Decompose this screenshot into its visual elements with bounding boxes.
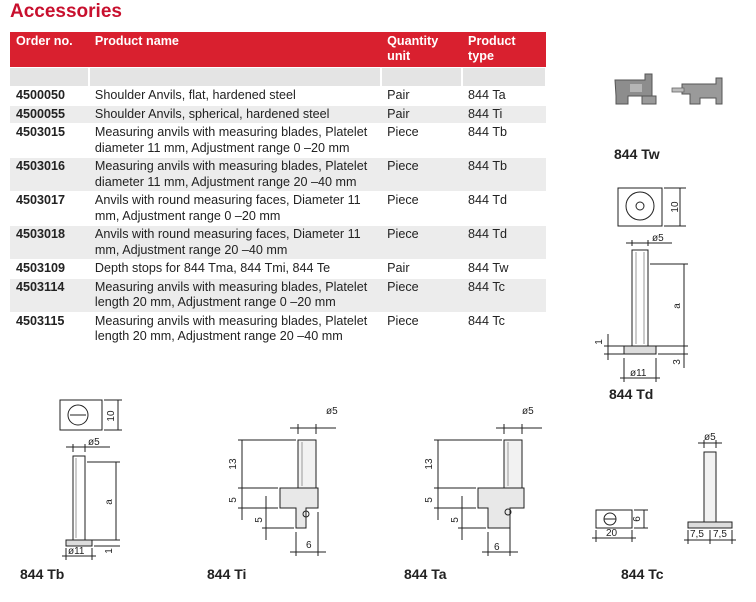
depth-stop-tw-image bbox=[614, 73, 723, 105]
tb-dim-1: 1 bbox=[104, 548, 115, 554]
ta-dim-5-lower: 5 bbox=[450, 517, 461, 523]
tc-dim-d5: ø5 bbox=[704, 432, 716, 443]
product-type: 844 Tb bbox=[462, 123, 546, 158]
tb-side-view bbox=[62, 444, 120, 560]
ta-dim-13: 13 bbox=[424, 458, 435, 470]
table-row: 4503017 Anvils with round measuring face… bbox=[10, 191, 546, 226]
order-number: 4500050 bbox=[10, 86, 89, 105]
td-dim-d11: ø11 bbox=[630, 368, 647, 379]
order-number: 4503015 bbox=[10, 123, 89, 158]
figure-label-844-tb: 844 Tb bbox=[20, 566, 65, 582]
order-number: 4503109 bbox=[10, 259, 89, 278]
accessories-table: Order no. Product name Quantity unit Pro… bbox=[10, 32, 547, 346]
table-row: 4503115 Measuring anvils with measuring … bbox=[10, 311, 546, 346]
ti-drawing bbox=[238, 424, 336, 556]
figure-label-844-ti: 844 Ti bbox=[207, 566, 247, 582]
product-type: 844 Tc bbox=[462, 311, 546, 346]
tc-side-view bbox=[684, 440, 736, 544]
tc-dim-7-5-right: 7,5 bbox=[713, 529, 727, 540]
ti-dim-5-upper: 5 bbox=[228, 497, 239, 503]
td-dim-10: 10 bbox=[670, 201, 681, 213]
table-spacer-row bbox=[10, 67, 547, 87]
td-side-view bbox=[604, 240, 688, 382]
product-name: Measuring anvils with measuring blades, … bbox=[88, 123, 382, 158]
product-type: 844 Tb bbox=[462, 157, 546, 192]
table-row: 4500055 Shoulder Anvils, spherical, hard… bbox=[10, 104, 546, 124]
quantity-unit: Pair bbox=[381, 86, 463, 105]
product-name: Shoulder Anvils, spherical, hardened ste… bbox=[88, 104, 382, 124]
product-name: Measuring anvils with measuring blades, … bbox=[88, 277, 382, 312]
product-type: 844 Td bbox=[462, 225, 546, 260]
td-dim-a: a bbox=[672, 303, 683, 309]
order-number: 4503018 bbox=[10, 225, 89, 260]
ti-dim-13: 13 bbox=[228, 458, 239, 470]
figure-label-844-ta: 844 Ta bbox=[404, 566, 447, 582]
table-row: 4503114 Measuring anvils with measuring … bbox=[10, 277, 546, 312]
product-name: Measuring anvils with measuring blades, … bbox=[88, 311, 382, 346]
tc-dim-6: 6 bbox=[632, 516, 643, 522]
tb-dim-d5: ø5 bbox=[88, 437, 100, 448]
order-number: 4500055 bbox=[10, 104, 89, 124]
dimension-labels: 10 ø5 a 1 3 ø11 10 ø5 a 1 ø11 ø5 13 5 5 … bbox=[68, 201, 727, 557]
td-dim-3: 3 bbox=[672, 359, 683, 365]
order-number: 4503114 bbox=[10, 277, 89, 312]
ta-dim-5-upper: 5 bbox=[424, 497, 435, 503]
quantity-unit: Piece bbox=[381, 225, 463, 260]
product-type: 844 Ta bbox=[462, 86, 546, 105]
table-row: 4503109 Depth stops for 844 Tma, 844 Tmi… bbox=[10, 259, 546, 278]
product-type: 844 Ti bbox=[462, 104, 546, 124]
tc-dim-7-5-left: 7,5 bbox=[690, 529, 704, 540]
table-row: 4503015 Measuring anvils with measuring … bbox=[10, 123, 546, 158]
figure-label-844-tc: 844 Tc bbox=[621, 566, 664, 582]
ti-dim-6: 6 bbox=[306, 540, 312, 551]
tc-dim-20: 20 bbox=[606, 528, 618, 539]
quantity-unit: Piece bbox=[381, 157, 463, 192]
quantity-unit: Pair bbox=[381, 259, 463, 278]
ti-dim-5-lower: 5 bbox=[254, 517, 265, 523]
quantity-unit: Pair bbox=[381, 104, 463, 124]
header-product-type: Product type bbox=[462, 32, 546, 68]
table-row: 4500050 Shoulder Anvils, flat, hardened … bbox=[10, 86, 546, 105]
figure-label-844-tw: 844 Tw bbox=[614, 146, 660, 162]
ta-dim-d5: ø5 bbox=[522, 406, 534, 417]
tb-dim-d11: ø11 bbox=[68, 546, 85, 557]
page-title: Accessories bbox=[10, 1, 122, 22]
product-type: 844 Tw bbox=[462, 259, 546, 278]
product-type: 844 Td bbox=[462, 191, 546, 226]
ti-dim-d5: ø5 bbox=[326, 406, 338, 417]
tb-dim-a: a bbox=[104, 499, 115, 505]
product-name: Anvils with round measuring faces, Diame… bbox=[88, 191, 382, 226]
figure-label-844-td: 844 Td bbox=[609, 386, 654, 402]
product-name: Shoulder Anvils, flat, hardened steel bbox=[88, 86, 382, 105]
ta-drawing bbox=[434, 424, 542, 556]
td-dim-1: 1 bbox=[594, 339, 605, 345]
quantity-unit: Piece bbox=[381, 277, 463, 312]
quantity-unit: Piece bbox=[381, 191, 463, 226]
table-header-row: Order no. Product name Quantity unit Pro… bbox=[10, 32, 546, 68]
order-number: 4503115 bbox=[10, 311, 89, 346]
quantity-unit: Piece bbox=[381, 123, 463, 158]
order-number: 4503017 bbox=[10, 191, 89, 226]
header-quantity-unit: Quantity unit bbox=[381, 32, 463, 68]
table-row: 4503018 Anvils with round measuring face… bbox=[10, 225, 546, 260]
quantity-unit: Piece bbox=[381, 311, 463, 346]
product-name: Measuring anvils with measuring blades, … bbox=[88, 157, 382, 192]
tb-top-view bbox=[59, 399, 122, 431]
table-row: 4503016 Measuring anvils with measuring … bbox=[10, 157, 546, 192]
tc-top-view bbox=[592, 509, 648, 542]
product-name: Anvils with round measuring faces, Diame… bbox=[88, 225, 382, 260]
ta-dim-6: 6 bbox=[494, 542, 500, 553]
header-order-no: Order no. bbox=[10, 32, 89, 68]
header-product-name: Product name bbox=[88, 32, 382, 68]
order-number: 4503016 bbox=[10, 157, 89, 192]
product-type: 844 Tc bbox=[462, 277, 546, 312]
td-dim-d5: ø5 bbox=[652, 233, 664, 244]
td-top-view bbox=[617, 187, 686, 227]
product-name: Depth stops for 844 Tma, 844 Tmi, 844 Te bbox=[88, 259, 382, 278]
tb-dim-10: 10 bbox=[106, 410, 117, 422]
